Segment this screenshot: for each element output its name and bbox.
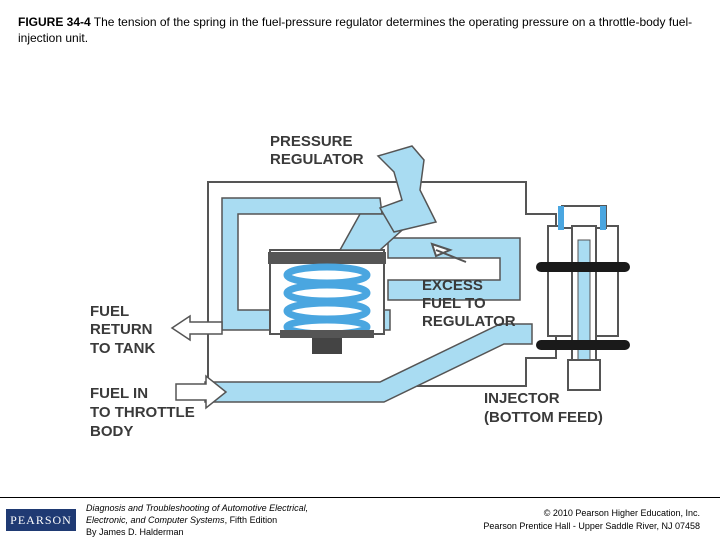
fuel-return-label: FUEL RETURN TO TANK: [90, 303, 157, 357]
fuel-in-label: FUEL IN TO THROTTLE BODY: [90, 385, 199, 440]
fuel-inlet-passage: [204, 323, 533, 403]
book-edition: , Fifth Edition: [224, 515, 278, 525]
injector: [536, 205, 630, 391]
return-flow-arrow-icon: [170, 314, 223, 342]
inlet-flow-arrow-icon: [175, 374, 228, 410]
book-credit: Diagnosis and Troubleshooting of Automot…: [86, 502, 308, 538]
book-title-line1: Diagnosis and Troubleshooting of Automot…: [86, 503, 309, 513]
figure-caption: FIGURE 34-4 The tension of the spring in…: [18, 14, 708, 46]
spring-seat: [280, 330, 374, 338]
copyright-line1: © 2010 Pearson Higher Education, Inc.: [543, 508, 700, 518]
figure-label: FIGURE 34-4: [18, 15, 91, 29]
fuel-pressure-regulator-diagram: PRESSURE REGULATOR EXCESS FUEL TO REGULA…: [90, 133, 630, 440]
copyright-line2: Pearson Prentice Hall - Upper Saddle Riv…: [483, 521, 700, 531]
publisher-logo: PEARSON: [6, 509, 76, 531]
excess-fuel-passage: [387, 237, 521, 301]
pressure-regulator-label: PRESSURE REGULATOR: [270, 133, 364, 168]
excess-fuel-arrow-icon: [430, 242, 467, 263]
footer-divider: [0, 497, 720, 498]
caption-text: The tension of the spring in the fuel-pr…: [18, 15, 693, 45]
diaphragm-plate: [268, 252, 386, 264]
injector-label: INJECTOR (BOTTOM FEED): [484, 390, 603, 426]
excess-fuel-label: EXCESS FUEL TO REGULATOR: [422, 277, 516, 330]
pressure-regulator-arrow: [376, 145, 438, 233]
book-author: By James D. Halderman: [86, 527, 184, 537]
book-title-line2: Electronic, and Computer Systems: [86, 515, 225, 525]
adjust-plug: [312, 338, 342, 354]
copyright-notice: © 2010 Pearson Higher Education, Inc. Pe…: [483, 507, 700, 533]
